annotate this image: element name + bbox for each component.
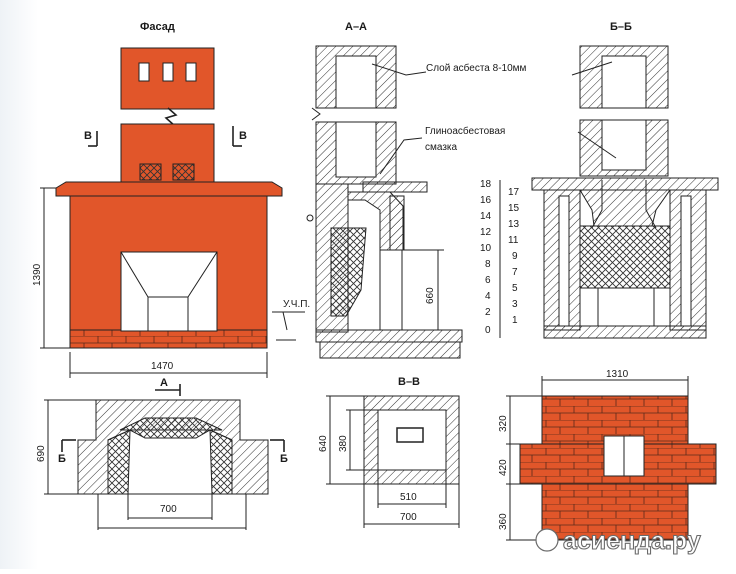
section-aa-view: А–А 660 Слой асбеста 8-10мм Глиноасбесто… xyxy=(306,21,527,359)
firebox-opening xyxy=(120,251,218,332)
row-num: 10 xyxy=(480,243,492,254)
watermark-logo-icon xyxy=(535,528,559,552)
bb-mantel xyxy=(531,177,719,191)
bb-firebox-lining xyxy=(579,225,671,289)
row-num: 4 xyxy=(485,291,491,302)
row-num: 17 xyxy=(508,187,520,198)
row-num: 8 xyxy=(485,259,491,270)
row-num: 14 xyxy=(480,211,492,222)
back-lower xyxy=(541,483,689,541)
asbestos-callout: Слой асбеста 8-10мм xyxy=(426,62,527,74)
section-vv-view: В–В 640 380 510 700 xyxy=(318,376,460,528)
grille xyxy=(172,163,195,181)
section-mark-b: Б xyxy=(280,453,288,465)
dim-700-vv: 700 xyxy=(400,512,417,523)
floor-level-label: У.Ч.П. xyxy=(283,299,310,310)
clay-callout-2: смазка xyxy=(425,142,458,153)
row-num: 2 xyxy=(485,307,491,318)
row-num: 9 xyxy=(512,251,518,262)
section-mark-a: А xyxy=(160,377,168,389)
section-mark-v: В xyxy=(84,130,92,142)
dim-380: 380 xyxy=(338,435,349,452)
row-num: 0 xyxy=(485,325,491,336)
watermark: асиенда.ру xyxy=(535,526,701,556)
aa-firebox-lining xyxy=(330,227,367,317)
chimney-lower xyxy=(120,123,215,183)
hearth-bricks xyxy=(69,329,268,349)
dim-700: 700 xyxy=(160,504,177,515)
row-num: 16 xyxy=(480,195,492,206)
dim-320: 320 xyxy=(498,415,509,432)
dim-420: 420 xyxy=(498,459,509,476)
row-num: 1 xyxy=(512,315,518,326)
grille xyxy=(139,163,162,181)
plan-view: А 700 690 Б Б xyxy=(36,377,288,530)
chimney-vent xyxy=(138,62,150,82)
mantel-shelf xyxy=(55,181,283,197)
facade-view: Фасад В В 1390 1470 xyxy=(32,21,310,378)
row-num: 12 xyxy=(480,227,492,238)
row-scale-left: 18 16 14 12 10 8 6 4 2 0 xyxy=(480,179,492,336)
dim-640: 640 xyxy=(318,435,329,452)
row-num: 7 xyxy=(512,267,518,278)
section-vv-title: В–В xyxy=(398,376,420,388)
row-num: 6 xyxy=(485,275,491,286)
section-aa-title: А–А xyxy=(345,21,367,33)
dim-660: 660 xyxy=(425,287,436,304)
dim-510: 510 xyxy=(400,492,417,503)
chimney-vent xyxy=(162,62,174,82)
row-num: 11 xyxy=(508,235,519,246)
vv-flue xyxy=(396,427,424,443)
section-bb-view: Б–Б 18 16 14 12 10 8 6 4 2 0 xyxy=(480,21,719,339)
dim-1470: 1470 xyxy=(151,361,174,372)
dim-360: 360 xyxy=(498,513,509,530)
bb-smoke-chamber xyxy=(579,189,671,227)
row-num: 13 xyxy=(508,219,520,230)
chimney-vent xyxy=(185,62,197,82)
clay-callout-1: Глиноасбестовая xyxy=(425,125,505,137)
break-line xyxy=(164,107,178,127)
back-elevation-view: 1310 320 420 360 xyxy=(498,369,717,541)
bb-hearth xyxy=(543,325,707,339)
row-num: 18 xyxy=(480,179,492,190)
section-mark-v: В xyxy=(239,130,247,142)
section-mark-b: Б xyxy=(58,453,66,465)
facade-title: Фасад xyxy=(140,21,175,33)
dim-690: 690 xyxy=(36,445,47,462)
row-num: 3 xyxy=(512,299,518,310)
row-num: 15 xyxy=(508,203,520,214)
dim-1390: 1390 xyxy=(32,263,43,286)
section-bb-title: Б–Б xyxy=(610,21,632,33)
aa-mantel xyxy=(362,181,428,193)
row-num: 5 xyxy=(512,283,518,294)
watermark-text: асиенда.ру xyxy=(563,527,701,555)
aa-hearth xyxy=(315,329,463,343)
row-scale-right: 17 15 13 11 9 7 5 3 1 xyxy=(508,187,520,326)
firebox-inner xyxy=(120,251,218,331)
dim-1310: 1310 xyxy=(606,369,629,380)
